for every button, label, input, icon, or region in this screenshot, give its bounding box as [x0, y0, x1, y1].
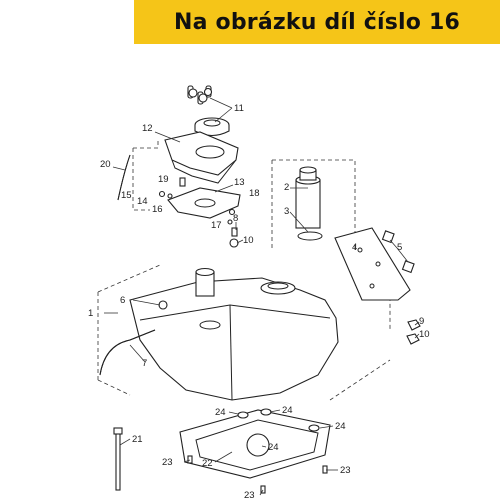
pump-group-frame	[271, 159, 356, 285]
label-4: 4	[352, 242, 357, 253]
label-13: 13	[234, 177, 245, 188]
label-23-bottom: 23	[244, 490, 255, 500]
heat-shield-plate	[334, 227, 411, 301]
label-17: 17	[211, 220, 222, 231]
bottom-support-frame	[179, 408, 331, 479]
label-24-center: 24	[268, 442, 279, 453]
part-number-banner: Na obrázku díl číslo 16	[134, 0, 500, 44]
label-22: 22	[202, 458, 213, 469]
label-8: 8	[233, 213, 238, 224]
banner-text: Na obrázku díl číslo 16	[174, 9, 460, 35]
label-2: 2	[284, 182, 289, 193]
label-6: 6	[120, 295, 125, 306]
cable-tie	[113, 427, 123, 491]
label-3: 3	[284, 206, 289, 217]
upper-group-frame	[132, 140, 159, 211]
label-5: 5	[397, 242, 402, 253]
filler-neck-cover	[164, 131, 239, 184]
label-14: 14	[137, 196, 148, 207]
label-15: 15	[121, 190, 132, 201]
label-24-right: 24	[335, 421, 346, 432]
fuel-tank	[129, 267, 339, 401]
label-18: 18	[249, 188, 260, 199]
label-11: 11	[234, 103, 244, 114]
label-7: 7	[142, 358, 147, 369]
label-10-b: 10	[419, 329, 430, 340]
tank-group-frame	[97, 264, 391, 401]
label-9: 9	[419, 316, 424, 327]
small-fasteners	[158, 177, 236, 225]
label-16: 16	[152, 204, 163, 215]
label-1: 1	[88, 308, 93, 319]
label-12: 12	[142, 123, 153, 134]
label-23-right: 23	[340, 465, 351, 476]
bracket-plate	[167, 187, 241, 219]
label-23-left: 23	[162, 457, 173, 468]
label-24-mid: 24	[282, 405, 293, 416]
fuel-pump	[295, 166, 323, 241]
clips	[381, 230, 415, 274]
hose-fitting	[158, 300, 168, 310]
label-20: 20	[100, 159, 111, 170]
part-labels: 1 2 3 4 5 6 7 8 9 10 10 11 12 13 14 15 1…	[88, 103, 430, 500]
fuel-cap-with-keys	[187, 85, 230, 137]
leader-lines	[104, 97, 420, 496]
label-19: 19	[158, 174, 169, 185]
label-10: 10	[243, 235, 254, 246]
label-21: 21	[132, 434, 143, 445]
frame-bolts	[187, 455, 328, 494]
label-24-left: 24	[215, 407, 226, 418]
